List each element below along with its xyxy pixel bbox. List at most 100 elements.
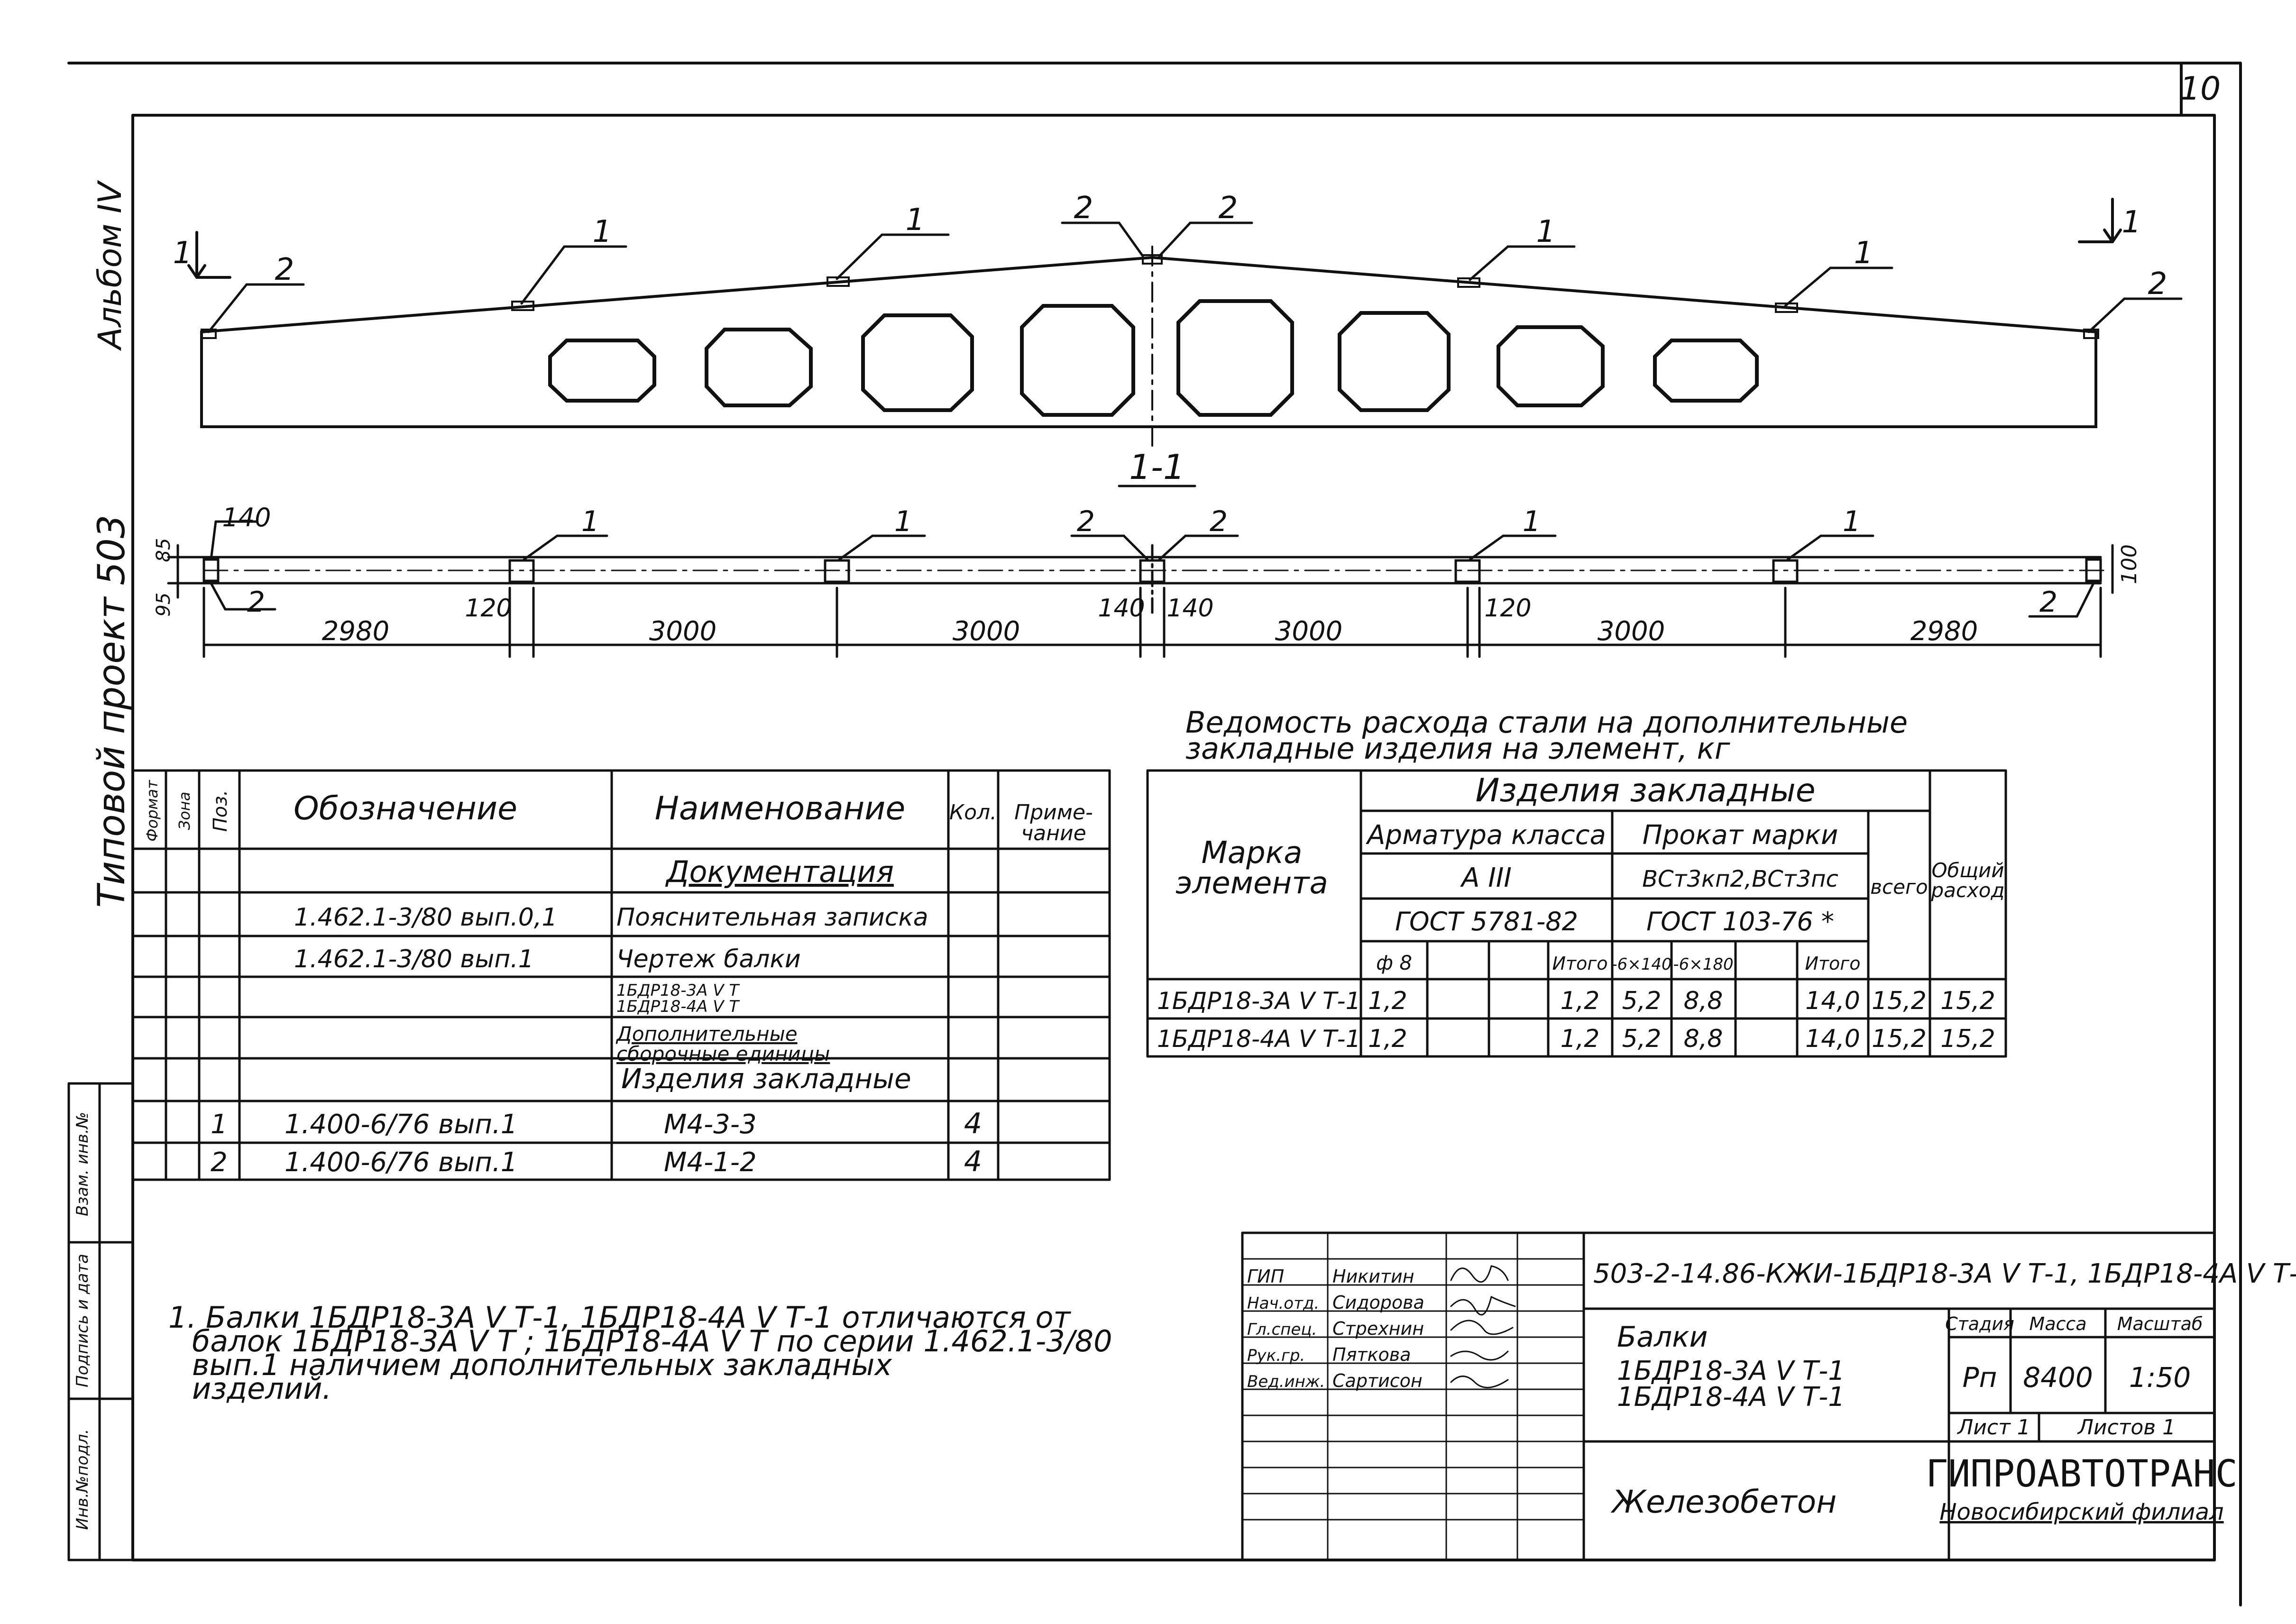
steel-title-1: Ведомость расхода стали на дополнительны…: [1185, 705, 1908, 740]
page-number: 10: [2180, 70, 2221, 108]
album-label: Альбом IV: [92, 180, 129, 351]
beam-leaders: [207, 221, 2183, 333]
section-title: 1-1: [1129, 447, 1185, 487]
callout-2: 2: [1210, 505, 1228, 538]
stage-label: Стадия: [1945, 1313, 2014, 1334]
stage-value: Рп: [1963, 1361, 1997, 1394]
steel-prokat-header: Прокат марки: [1643, 820, 1838, 851]
callout-2: 2: [1074, 191, 1093, 226]
staff-role: Рук.гр.: [1247, 1346, 1305, 1365]
dim-2980: 2980: [322, 616, 390, 647]
staff-role: ГИП: [1247, 1266, 1284, 1287]
steel-sub-prokat: -6×140: [1611, 955, 1671, 974]
section-arrows: [187, 198, 2122, 279]
steel-arm-class: А III: [1460, 862, 1512, 893]
steel-cell: 5,2: [1622, 1025, 1662, 1053]
steel-table: [1146, 769, 2007, 1058]
spec-table-text: Формат Зона Поз. Обозначение Наименовани…: [143, 780, 1093, 1178]
dim-85: 85: [153, 538, 174, 562]
steel-cell: 14,0: [1805, 987, 1860, 1015]
spec-section-docs: Документация: [665, 854, 894, 889]
steel-sub-prokat: -6×180: [1673, 955, 1733, 974]
frame-cell-sign: Подпись и дата: [73, 1254, 92, 1387]
spec-col-qty: Кол.: [949, 800, 997, 825]
spec-col-note: Приме-чание: [1014, 800, 1093, 845]
callout-2: 2: [1077, 505, 1095, 538]
beam-openings: [548, 299, 1759, 417]
signatures: [1450, 1265, 1516, 1388]
note-line: балок 1БДР18-3А V Т ; 1БДР18-4А V Т по с…: [192, 1324, 1112, 1358]
steel-cell: 1,2: [1561, 987, 1600, 1015]
spec-col-zone: Зона: [175, 792, 193, 830]
dim-140: 140: [1166, 594, 1213, 623]
spec-qty: 4: [964, 1107, 982, 1140]
spec-section-embedded: Изделия закладные: [621, 1063, 911, 1095]
steel-cell: 1,2: [1368, 1025, 1407, 1053]
spec-table: [131, 769, 1111, 1181]
dim-3000: 3000: [953, 616, 1020, 647]
steel-sub-prokat-total: Итого: [1805, 953, 1860, 974]
left-stamp-strip: [67, 1082, 134, 1561]
dim-140: 140: [1098, 594, 1145, 623]
element-mark: 1БДР18-3А V Т-1: [1617, 1356, 1845, 1386]
general-note: 1. Балки 1БДР18-3А V Т-1, 1БДР18-4А V Т-…: [168, 1300, 1112, 1406]
steel-arm-header: Арматура класса: [1366, 820, 1606, 851]
steel-cell: 1,2: [1561, 1025, 1600, 1053]
scale-value: 1:50: [2129, 1361, 2191, 1394]
steel-prokat-gost: ГОСТ 103-76 *: [1646, 907, 1834, 936]
frame-cell-replace: Взам. инв.№: [73, 1112, 92, 1216]
spec-col-designation: Обозначение: [294, 790, 517, 827]
section-view: [167, 520, 2114, 658]
spec-pos: 2: [211, 1147, 228, 1178]
steel-prokat-grade: ВСт3кп2,ВСт3пс: [1642, 866, 1838, 892]
steel-row-mark: 1БДР18-4А V Т-1: [1157, 1025, 1360, 1053]
callout-1: 1: [894, 505, 912, 538]
callout-2: 2: [275, 252, 294, 287]
dim-3000: 3000: [1598, 616, 1665, 647]
mass-label: Масса: [2029, 1313, 2086, 1334]
callout-2: 2: [2148, 266, 2167, 302]
spec-col-name: Наименование: [655, 790, 905, 827]
section-mark-right: 1: [2122, 205, 2141, 240]
drawing-code: 503-2-14.86-КЖИ-1БДР18-3А V Т-1, 1БДР18-…: [1593, 1258, 2296, 1289]
dim-2980: 2980: [1910, 616, 1978, 647]
staff-role: Гл.спец.: [1247, 1320, 1317, 1339]
callout-1: 1: [1843, 505, 1861, 538]
steel-row-mark: 1БДР18-3А V Т-1: [1157, 987, 1360, 1015]
dim-3000: 3000: [1275, 616, 1343, 647]
steel-cell: 15,2: [1872, 987, 1927, 1015]
steel-group-header: Изделия закладные: [1475, 772, 1815, 809]
sheets-total: Листов 1: [2077, 1415, 2176, 1440]
callout-1: 1: [1854, 236, 1874, 271]
steel-sub-arm-total: Итого: [1552, 953, 1607, 974]
steel-cell: 8,8: [1684, 987, 1723, 1015]
sheet-frame: [67, 62, 2242, 1606]
spec-designation: 1.400-6/76 вып.1: [285, 1147, 517, 1178]
spec-name: Пояснительная записка: [616, 903, 928, 932]
sheet-number: Лист 1: [1956, 1415, 2030, 1440]
staff-name: Стрехнин: [1332, 1318, 1424, 1339]
spec-name: М4-3-3: [664, 1109, 757, 1140]
callout-1: 1: [1523, 505, 1541, 538]
title-block-text: 503-2-14.86-КЖИ-1БДР18-3А V Т-1, 1БДР18-…: [1247, 1258, 2296, 1525]
staff-name: Сидорова: [1332, 1292, 1424, 1313]
steel-title-2: закладные изделия на элемент, кг: [1185, 731, 1730, 766]
steel-cell: 14,0: [1805, 1025, 1860, 1053]
steel-cell: 5,2: [1622, 987, 1662, 1015]
callout-2: 2: [247, 586, 265, 619]
section-dims: 140 85 95 100 1 1 2 2 1 1 2 2 2980 120 3…: [153, 503, 2141, 647]
element-mark: 1БДР18-4А V Т-1: [1617, 1382, 1845, 1413]
steel-arm-gost: ГОСТ 5781-82: [1395, 907, 1578, 936]
project-label: Типовой проект 503: [91, 515, 133, 908]
note-line: изделий.: [192, 1371, 331, 1406]
steel-cell: 15,2: [1940, 987, 1995, 1015]
dim-140: 140: [222, 503, 271, 532]
spec-name: Чертеж балки: [616, 945, 801, 973]
staff-name: Сартисон: [1332, 1370, 1423, 1391]
callout-1: 1: [906, 202, 925, 238]
beam-elevation: [187, 198, 2183, 447]
staff-name: Пяткова: [1332, 1344, 1411, 1365]
